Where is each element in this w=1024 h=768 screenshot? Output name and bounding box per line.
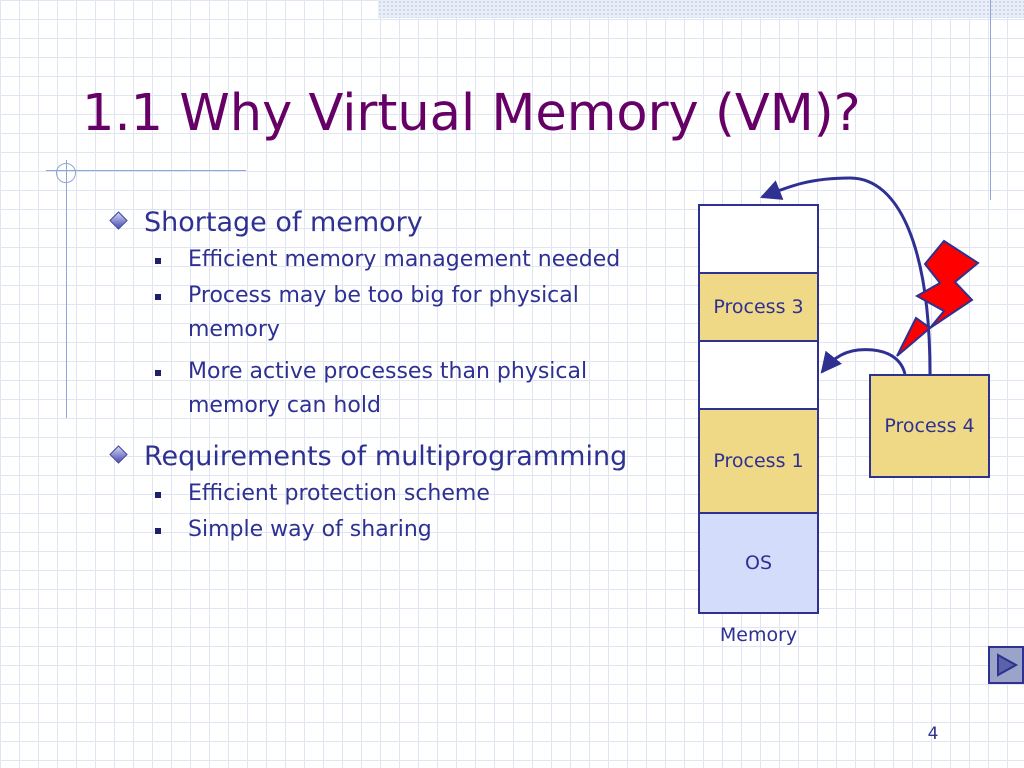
bullet-text: Shortage of memory — [144, 207, 423, 238]
square-bullet-icon — [155, 294, 161, 300]
bullet-shortage: Shortage of memory — [108, 205, 698, 241]
decor-horizontal-line — [46, 170, 246, 171]
decor-vertical-line-left — [66, 160, 67, 418]
page-number: 4 — [927, 724, 939, 744]
sub-bullet: Efficient protection scheme — [108, 477, 698, 511]
square-bullet-icon — [155, 370, 161, 376]
square-bullet-icon — [155, 492, 161, 498]
memory-block-process-3: Process 3 — [700, 274, 817, 342]
decor-circle — [56, 163, 76, 183]
arrow-to-middle-free-slot — [820, 348, 907, 375]
memory-stack: Process 3 Process 1 OS — [698, 204, 819, 614]
memory-block-free-middle — [700, 342, 817, 410]
memory-block-process-1: Process 1 — [700, 410, 817, 514]
sub-bullet-text: Efficient protection scheme — [188, 481, 490, 506]
memory-block-free-top — [700, 206, 817, 274]
square-bullet-icon — [155, 258, 161, 264]
next-slide-arrow-icon — [997, 653, 1019, 677]
memory-block-label: Process 3 — [713, 296, 804, 318]
memory-block-label: OS — [744, 552, 772, 574]
incoming-process-box: Process 4 — [869, 374, 990, 478]
incoming-process-label: Process 4 — [884, 415, 975, 437]
bullet-list: Shortage of memory Efficient memory mana… — [108, 205, 698, 547]
sub-bullet: Efficient memory management needed — [108, 243, 698, 277]
square-bullet-icon — [155, 528, 161, 534]
decor-vertical-line-right — [990, 0, 991, 200]
sub-bullet: More active processes than physical memo… — [108, 355, 618, 423]
lightning-bolt-tail — [896, 316, 932, 357]
bullet-multiprogramming: Requirements of multiprogramming — [108, 439, 698, 475]
sub-bullet-text: More active processes than physical memo… — [188, 359, 588, 418]
header-dotted-band — [378, 0, 1024, 18]
memory-label: Memory — [719, 624, 798, 646]
memory-block-os: OS — [700, 514, 817, 612]
sub-bullet-text: Process may be too big for physical memo… — [188, 283, 579, 342]
lightning-bolt-icon — [914, 239, 980, 329]
next-slide-button[interactable] — [988, 646, 1024, 684]
sub-bullet-text: Simple way of sharing — [188, 517, 432, 542]
bullet-text: Requirements of multiprogramming — [144, 441, 628, 472]
sub-bullet: Simple way of sharing — [108, 513, 698, 547]
sub-bullet-text: Efficient memory management needed — [188, 247, 621, 272]
slide-title: 1.1 Why Virtual Memory (VM)? — [82, 84, 861, 143]
memory-block-label: Process 1 — [713, 450, 804, 472]
sub-bullet: Process may be too big for physical memo… — [108, 279, 618, 347]
